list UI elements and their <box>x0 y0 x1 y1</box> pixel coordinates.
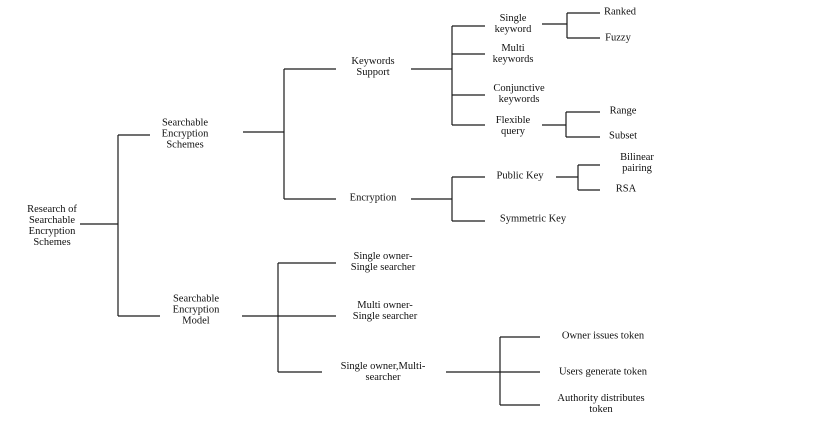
node-ranked: Ranked <box>603 6 637 18</box>
node-public-key: Public Key <box>496 170 544 182</box>
node-encryption: Encryption <box>349 192 397 204</box>
node-multi-owner-single-searcher: Multi owner-Single searcher <box>352 300 418 322</box>
node-fuzzy: Fuzzy <box>605 32 631 44</box>
node-subset: Subset <box>608 130 638 142</box>
node-single-owner-multi-searcher: Single owner,Multi-searcher <box>340 361 426 383</box>
node-users-generate-token: Users generate token <box>558 366 648 378</box>
node-range: Range <box>609 105 637 117</box>
node-single-owner-single-searcher: Single owner-Single searcher <box>350 251 416 273</box>
node-owner-issues-token: Owner issues token <box>561 330 645 342</box>
node-rsa: RSA <box>615 183 637 195</box>
node-symmetric-key: Symmetric Key <box>499 213 567 225</box>
